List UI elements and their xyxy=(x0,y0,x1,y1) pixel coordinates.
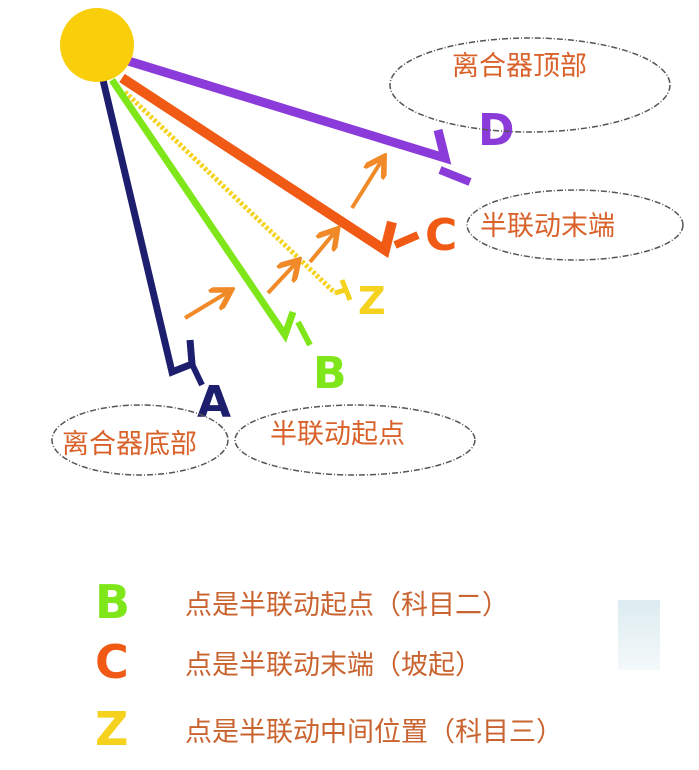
legend-row-c: C 点是半联动末端（坡起） xyxy=(95,635,482,689)
pivot-sun xyxy=(60,8,134,82)
bubble-top-text: 离合器顶部 xyxy=(452,51,587,82)
hook-b xyxy=(295,320,313,347)
diagram-svg: D C Z B A 离合器顶部 半联动末端 离合器底部 半联动起点 xyxy=(51,8,684,476)
label-z: Z xyxy=(358,279,386,323)
label-a: A xyxy=(197,377,231,428)
legend-letter: C xyxy=(95,635,129,689)
legend-letter: Z xyxy=(95,702,129,756)
bubble-bottom xyxy=(51,404,229,476)
bubble-start xyxy=(234,404,476,476)
legend-text: 点是半联动起点（科目二） xyxy=(185,589,509,621)
line-b xyxy=(109,78,297,343)
bubble-top xyxy=(389,37,671,133)
bubble-start-text: 半联动起点 xyxy=(270,419,405,450)
legend-row-z: Z 点是半联动中间位置（科目三） xyxy=(95,702,563,756)
blurred-watermark xyxy=(618,600,660,670)
arrow-icon xyxy=(266,263,296,295)
legend-text: 点是半联动中间位置（科目三） xyxy=(185,716,563,748)
hook-a xyxy=(189,362,205,387)
hook-c xyxy=(393,231,420,249)
hook-z xyxy=(334,279,353,301)
arrow-icon xyxy=(308,232,335,264)
bubble-bottom-text: 离合器底部 xyxy=(62,429,197,460)
legend-text: 点是半联动末端（坡起） xyxy=(185,649,482,681)
label-b: B xyxy=(313,348,347,399)
bubble-end xyxy=(466,189,684,261)
hook-d xyxy=(438,166,472,186)
legend-letter: B xyxy=(95,575,131,629)
line-a xyxy=(99,79,196,377)
legend-row-b: B 点是半联动起点（科目二） xyxy=(95,575,509,629)
label-c: C xyxy=(425,210,457,261)
arrow-icon xyxy=(183,292,228,320)
line-d xyxy=(123,55,452,165)
bubble-end-text: 半联动末端 xyxy=(480,211,615,242)
arrow-icon xyxy=(350,160,382,210)
line-c xyxy=(119,73,397,259)
